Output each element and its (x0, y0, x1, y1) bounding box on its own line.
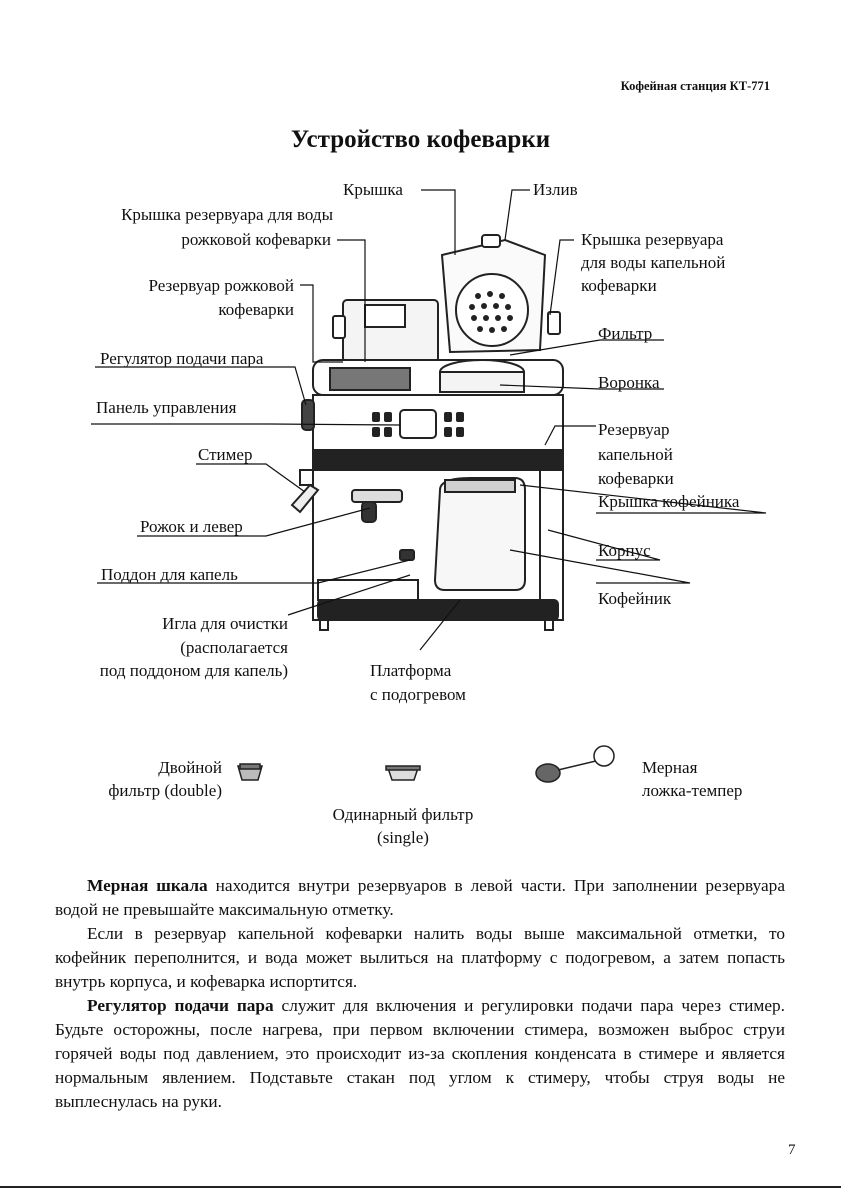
label-single-filter-2: (single) (377, 828, 429, 847)
page-title: Устройство кофеварки (290, 126, 551, 153)
label-double-filter-1: Двойной (158, 758, 222, 777)
label-spoon-2: ложка-темпер (642, 781, 743, 800)
label-warming-plate-1: Платформа (370, 661, 452, 680)
paragraph-steam-knob: Регулятор подачи пара служит для включен… (55, 994, 785, 1114)
paragraph-2-text: Если в резервуар капельной кофеварки нал… (55, 924, 785, 991)
label-drip-tank-lid-3: кофеварки (581, 276, 657, 295)
label-drip-tray: Поддон для капель (101, 565, 238, 584)
label-espresso-tank-lid-2: рожковой кофеварки (181, 230, 331, 249)
label-double-filter-2: фильтр (double) (108, 781, 222, 800)
label-portafilter: Рожок и левер (140, 517, 243, 536)
label-control-panel: Панель управления (96, 398, 237, 417)
label-single-filter-1: Одинарный фильтр (332, 805, 474, 824)
label-needle-3: под поддоном для капель) (99, 661, 288, 680)
term-measuring-scale: Мерная шкала (87, 876, 208, 895)
measuring-spoon-tamper-icon (535, 745, 615, 783)
page-number: 7 (788, 1142, 796, 1158)
label-needle-2: (располагается (180, 638, 288, 657)
label-carafe-lid: Крышка кофейника (598, 492, 740, 511)
label-filter: Фильтр (598, 324, 653, 343)
label-housing: Корпус (598, 541, 651, 560)
label-spout: Излив (533, 180, 578, 199)
label-drip-tank-1: Резервуар (598, 420, 670, 439)
label-steam-knob: Регулятор подачи пара (100, 349, 264, 368)
label-warming-plate-2: с подогревом (370, 685, 466, 704)
coffee-machine-diagram (91, 189, 767, 783)
label-drip-tank-2: капельной (598, 445, 673, 464)
label-needle-1: Игла для очистки (162, 614, 288, 633)
label-drip-tank-3: кофеварки (598, 469, 674, 488)
double-filter-icon (237, 763, 263, 781)
label-steamer: Стимер (198, 445, 253, 464)
label-funnel: Воронка (598, 373, 660, 392)
label-espresso-tank-2: кофеварки (218, 300, 294, 319)
label-drip-tank-lid-1: Крышка резервуара (581, 230, 724, 249)
running-header: Кофейная станция КТ-771 (620, 79, 770, 93)
label-spoon-1: Мерная (642, 758, 698, 777)
bottom-rule (0, 1186, 841, 1188)
paragraph-3-text: служит для включения и регулировки подач… (55, 996, 785, 1111)
label-espresso-tank-1: Резервуар рожковой (148, 276, 295, 295)
label-lid: Крышка (343, 180, 403, 199)
paragraph-overfill-warning: Если в резервуар капельной кофеварки нал… (55, 922, 785, 994)
label-carafe: Кофейник (598, 589, 672, 608)
label-drip-tank-lid-2: для воды капельной (581, 253, 726, 272)
single-filter-icon (385, 765, 421, 781)
coffee-machine-illustration (290, 234, 564, 631)
paragraph-measuring-scale: Мерная шкала находится внутри резервуаро… (55, 874, 785, 922)
body-text: Мерная шкала находится внутри резервуаро… (55, 874, 785, 1114)
label-espresso-tank-lid-1: Крышка резервуара для воды (121, 205, 333, 224)
leader-lines (91, 189, 767, 651)
paragraph-1-text: находится внутри резервуаров в левой час… (55, 876, 785, 919)
term-steam-knob: Регулятор подачи пара (87, 996, 274, 1015)
